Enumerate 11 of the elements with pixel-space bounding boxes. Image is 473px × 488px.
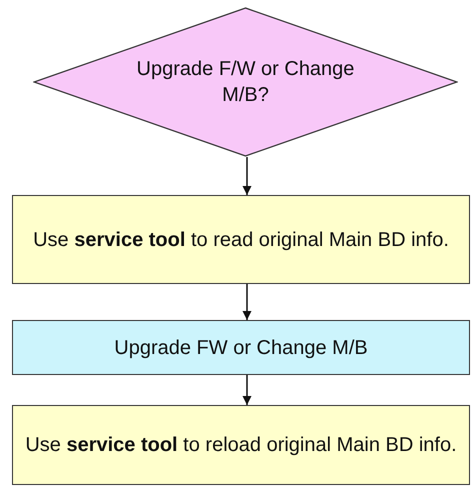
- step-text: Use service tool to reload original Main BD info.: [24, 433, 458, 458]
- decision-diamond: [33, 7, 458, 157]
- arrow: [242, 375, 252, 405]
- step-text: Upgrade FW or Change M/B: [113, 336, 369, 360]
- step-text: Use service tool to read original Main BD info.: [32, 228, 450, 252]
- decision-text: Upgrade F/W or Change M/B?: [136, 57, 356, 108]
- process-box: [12, 405, 470, 485]
- process-box: [12, 195, 470, 284]
- arrow: [242, 157, 252, 195]
- arrow: [242, 284, 252, 320]
- process-box: [12, 320, 470, 375]
